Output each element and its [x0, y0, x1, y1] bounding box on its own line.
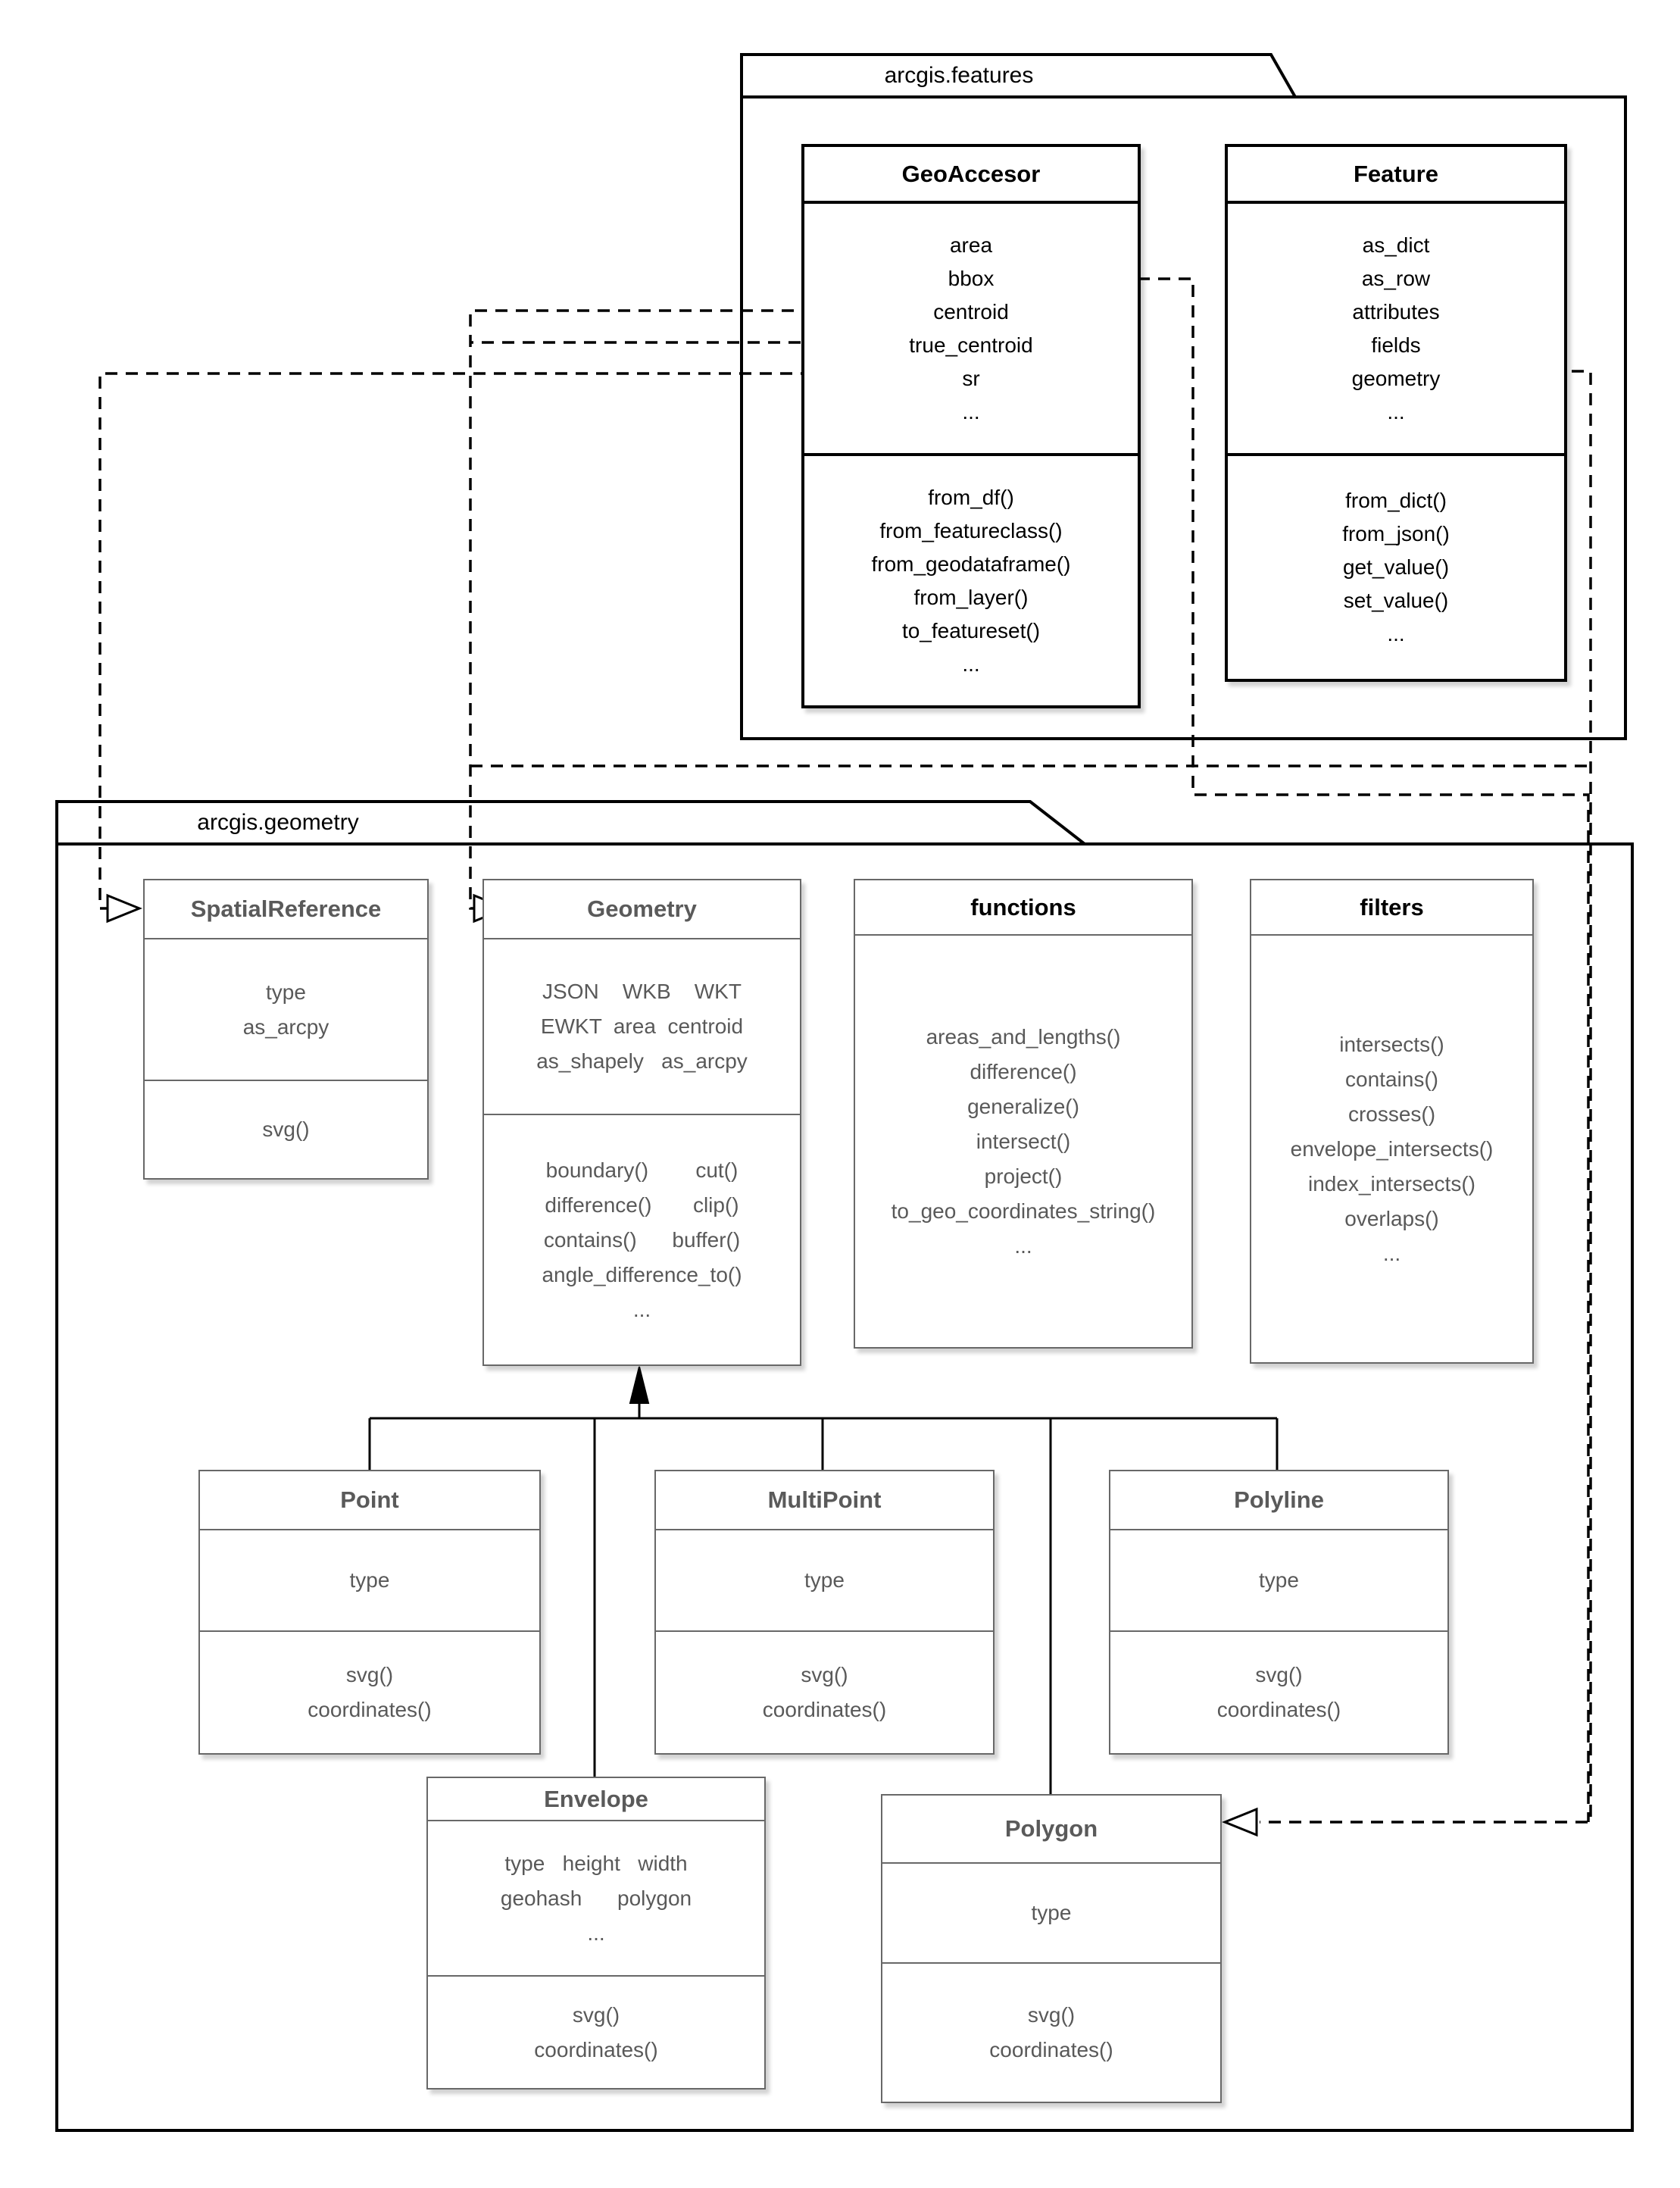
class-spatialreference-methods: svg() [145, 1080, 427, 1178]
class-filters: filters intersects()contains()crosses()e… [1250, 879, 1534, 1364]
edge-sr-to-spatialreference [98, 372, 956, 910]
class-polygon-attributes: type [882, 1862, 1220, 1962]
class-feature-title: Feature [1354, 160, 1438, 187]
class-geoaccesor-methods: from_df()from_featureclass()from_geodata… [804, 453, 1138, 705]
class-multipoint-title: MultiPoint [767, 1486, 882, 1513]
class-multipoint-methods: svg()coordinates() [656, 1630, 993, 1753]
class-multipoint: MultiPoint type svg()coordinates() [654, 1470, 995, 1755]
class-spatialreference-title: SpatialReference [190, 896, 382, 922]
class-polyline-title: Polyline [1234, 1486, 1324, 1513]
open-arrowhead-polygon [1222, 1807, 1258, 1837]
class-filters-title: filters [1360, 893, 1424, 921]
class-multipoint-attributes: type [656, 1529, 993, 1630]
class-polyline-methods: svg()coordinates() [1110, 1630, 1447, 1753]
class-filters-methods: intersects()contains()crosses()envelope_… [1251, 934, 1532, 1362]
class-point-title: Point [340, 1486, 399, 1513]
class-geometry-methods: boundary() cut()difference() clip()conta… [484, 1114, 800, 1364]
class-point-attributes: type [200, 1529, 539, 1630]
class-functions: functions areas_and_lengths()difference(… [854, 879, 1193, 1349]
class-functions-title: functions [970, 893, 1076, 921]
geometry-package-label: arcgis.geometry [197, 810, 359, 835]
class-envelope-title: Envelope [544, 1785, 648, 1812]
class-feature-methods: from_dict()from_json()get_value()set_val… [1228, 453, 1564, 679]
class-polygon-methods: svg()coordinates() [882, 1962, 1220, 2102]
features-package-label: arcgis.features [884, 63, 1034, 88]
open-arrowhead-spatialreference [106, 893, 142, 924]
class-polygon-title: Polygon [1004, 1815, 1098, 1842]
filled-arrowhead-geometry-inheritance [629, 1366, 650, 1404]
class-point: Point type svg()coordinates() [198, 1470, 541, 1755]
edge-bbox-to-polygon [1015, 277, 1590, 1822]
class-polygon: Polygon type svg()coordinates() [881, 1794, 1222, 2103]
class-geometry-title: Geometry [587, 896, 697, 922]
class-polyline: Polyline type svg()coordinates() [1109, 1470, 1449, 1755]
class-point-methods: svg()coordinates() [200, 1630, 539, 1753]
class-functions-methods: areas_and_lengths()difference()generaliz… [855, 934, 1191, 1347]
class-envelope-methods: svg()coordinates() [428, 1975, 764, 2088]
class-polyline-attributes: type [1110, 1529, 1447, 1630]
edge-feature-geometry-to-polygon [1260, 370, 1592, 1824]
class-geoaccesor-title: GeoAccesor [901, 160, 1041, 187]
